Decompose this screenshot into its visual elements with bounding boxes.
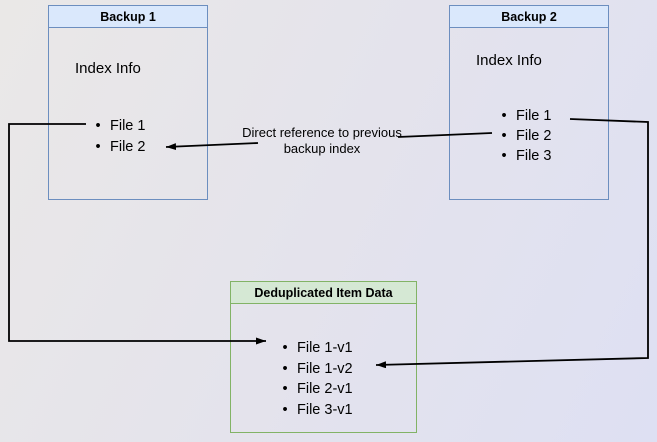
list-item: • File 2: [494, 126, 551, 146]
bullet-icon: •: [95, 117, 101, 134]
bullet-icon: •: [501, 148, 507, 164]
backup1-index-info-label: Index Info: [75, 60, 141, 77]
file-label: File 1: [110, 117, 146, 134]
file-version-label: File 3-v1: [297, 401, 353, 418]
dedup-item-list: • File 1-v1 • File 1-v2 • File 2-v1 • Fi…: [275, 338, 353, 421]
bullet-icon: •: [501, 108, 507, 124]
backup2-index-info-label: Index Info: [476, 52, 542, 69]
backup1-title: Backup 1: [49, 6, 207, 28]
backup1-node: Backup 1 Index Info • File 1 • File 2: [48, 5, 208, 200]
backup2-file-list: • File 1 • File 2 • File 3: [494, 106, 551, 166]
list-item: • File 1: [88, 115, 145, 136]
file-label: File 1: [516, 108, 552, 124]
list-item: • File 1: [494, 106, 551, 126]
file-version-label: File 2-v1: [297, 381, 353, 398]
dedup-node: Deduplicated Item Data • File 1-v1 • Fil…: [230, 281, 417, 433]
direct-reference-edge-label: Direct reference to previous backup inde…: [242, 125, 402, 156]
list-item: • File 1-v2: [275, 359, 353, 380]
list-item: • File 2-v1: [275, 379, 353, 400]
bullet-icon: •: [282, 401, 288, 418]
list-item: • File 1-v1: [275, 338, 353, 359]
file-label: File 2: [516, 128, 552, 144]
bullet-icon: •: [501, 128, 507, 144]
file-label: File 2: [110, 138, 146, 155]
dedup-title: Deduplicated Item Data: [231, 282, 416, 304]
file-label: File 3: [516, 148, 552, 164]
backup1-file-list: • File 1 • File 2: [88, 115, 145, 157]
list-item: • File 3: [494, 146, 551, 166]
backup2-title: Backup 2: [450, 6, 608, 28]
bullet-icon: •: [282, 340, 288, 357]
bullet-icon: •: [282, 360, 288, 377]
file-version-label: File 1-v2: [297, 360, 353, 377]
bullet-icon: •: [95, 138, 101, 155]
backup2-node: Backup 2 Index Info • File 1 • File 2 • …: [449, 5, 609, 200]
file-version-label: File 1-v1: [297, 340, 353, 357]
list-item: • File 2: [88, 136, 145, 157]
bullet-icon: •: [282, 381, 288, 398]
list-item: • File 3-v1: [275, 400, 353, 421]
